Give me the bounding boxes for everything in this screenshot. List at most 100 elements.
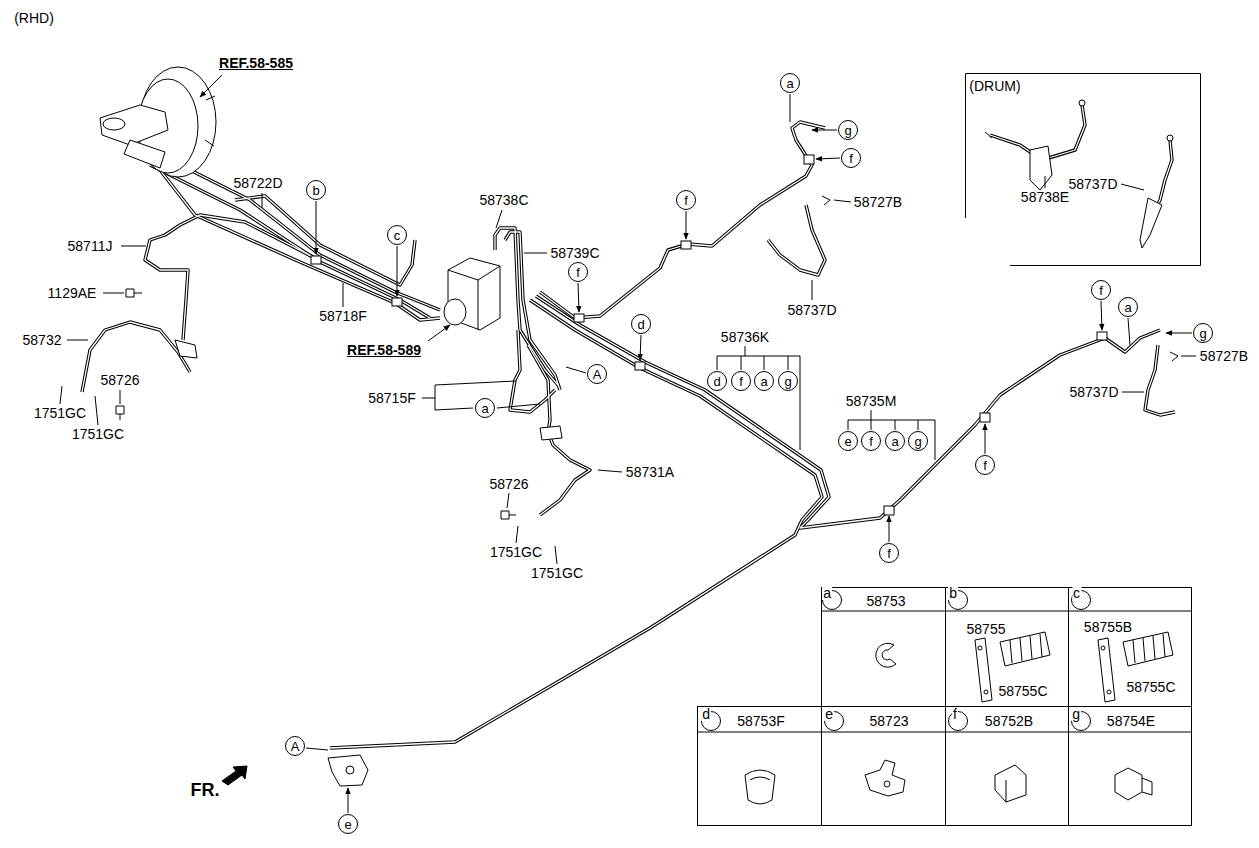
components-item [574,314,584,322]
leader-lines-item [1181,356,1196,357]
callout-circle: d [631,314,651,334]
leader-lines-item [686,211,687,239]
callout-letter: a [760,375,767,388]
leader-lines-item [262,193,263,208]
leader-lines-item [121,246,146,247]
callout-circle: f [975,455,995,475]
callout-circle: e [824,711,844,731]
part-number: 58723 [869,714,910,728]
table-cell: 58755B58755Cc [1068,587,1192,707]
components-item [222,766,247,785]
side-label: (RHD) [13,11,55,25]
leader-lines-item [834,200,851,202]
leader-lines-item [343,283,344,307]
inset-outline [965,73,1201,266]
part-number: 58753F [736,714,785,728]
leader-lines-item [985,424,986,454]
leader-lines-item [816,158,840,159]
brake-tubes-item [82,105,1175,748]
callout-letter: f [952,707,958,721]
part-number: 58755B [1083,620,1133,634]
components-item [175,340,197,358]
part-number: 58718F [318,309,367,323]
part-number: 58752B [984,714,1034,728]
part-number: 58737D [786,303,837,317]
part-number: 58738E [1020,190,1070,204]
components-item [822,196,830,205]
callout-letter: a [481,402,488,415]
drum-inset-parts-item [1167,135,1173,141]
leader-lines-item [598,470,622,472]
callout-circle: g [778,371,798,391]
callout-letter: f [684,194,688,207]
components-item [346,766,354,774]
callout-circle: f [861,431,881,451]
clip-pictures-item [995,765,1026,802]
leader-lines-item [1121,184,1144,190]
components-item [635,362,645,370]
components-item [1030,146,1052,190]
part-number: 58737D [1067,177,1118,191]
callout-letter: d [701,707,711,721]
components-item [205,96,215,146]
callout-letter: b [948,586,958,600]
clip-pictures-item [884,781,890,787]
leader-lines-item [1122,392,1144,393]
callout-circle: A [587,364,607,384]
components [100,67,1178,786]
table-cell: 58754Eg [1068,706,1192,826]
callout-circle: g [1193,323,1213,343]
leader-lines-item [103,293,124,294]
callout-letter: g [1199,327,1206,340]
part-number: 58732 [22,333,63,347]
clip-pictures-item [876,643,896,667]
callout-circle: c [1071,590,1091,610]
callout-letter: a [1124,301,1131,314]
part-number: 58715F [367,391,416,405]
callout-letter: A [291,740,300,753]
components-item [681,241,691,249]
part-number: 58726 [489,477,530,491]
callout-circle: a [754,371,774,391]
components-item [540,426,562,440]
callout-letter: b [312,184,319,197]
part-number: 58711J [67,239,114,253]
leader-lines-item [790,94,791,122]
callout-letter: f [576,266,580,279]
clip-pictures-item [978,646,982,650]
callout-letter: A [593,368,602,381]
table-cell: 58723 e [821,706,946,826]
leader-lines-item [95,396,98,425]
brake-tubes [82,105,1175,748]
part-number: 58738C [478,193,529,207]
leader-lines-item [316,201,317,254]
leader-lines-item [397,246,398,296]
components-item [126,289,142,297]
part-number: 1751GC [71,427,125,441]
leader-lines-item [889,516,890,542]
clip-pictures-item [1123,632,1173,666]
ref-label: REF.58-589 [346,343,422,357]
components-item [884,506,894,515]
table-cell: 58752B f [945,706,1069,826]
callout-letter: f [1099,284,1103,297]
callout-circle: e [338,814,358,834]
callout-circle: f [841,148,861,168]
clip-pictures-item [1000,632,1050,666]
callout-circle: a [475,398,495,418]
leader-lines-item [60,386,62,404]
part-number: 1751GC [530,566,584,580]
callout-letter: f [887,547,891,560]
clip-pictures-item [1107,690,1111,694]
part-number: 58731A [625,465,675,479]
callout-circle: b [306,180,326,200]
leader-lines-item [422,381,516,410]
callout-letter: a [822,586,832,600]
part-number: 58755 [966,622,1007,636]
callout-letter: c [394,229,401,242]
table-cell: 5875558755Cb [945,587,1069,707]
callout-circle: f [1091,280,1111,300]
part-number: 58754E [1106,714,1156,728]
drum-inset-parts [985,100,1173,141]
